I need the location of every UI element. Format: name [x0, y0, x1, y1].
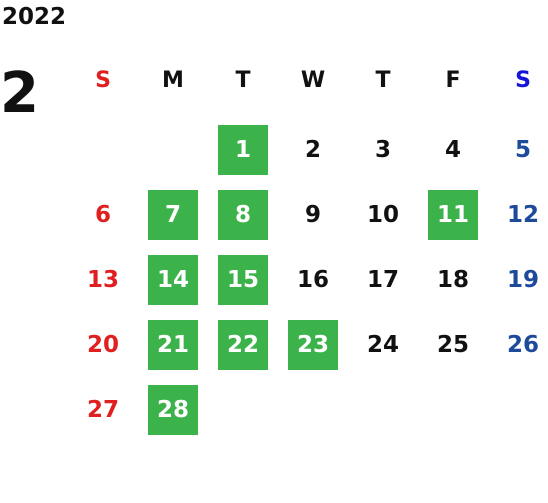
day-cell-highlighted: 14 — [148, 255, 198, 305]
day-cell-highlighted: 15 — [218, 255, 268, 305]
weekday-thursday: T — [375, 68, 391, 93]
day-cell-highlighted: 22 — [218, 320, 268, 370]
day-cell: 20 — [86, 332, 119, 358]
day-cell: 5 — [514, 137, 531, 163]
weekday-saturday: S — [515, 68, 531, 93]
day-cell-highlighted: 28 — [148, 385, 198, 435]
month-number: 2 — [0, 61, 39, 126]
weekday-wednesday: W — [300, 68, 326, 93]
day-cell-highlighted: 11 — [428, 190, 478, 240]
weekday-sunday: S — [95, 68, 111, 93]
day-cell: 19 — [506, 267, 539, 293]
day-cell: 12 — [506, 202, 539, 228]
day-cell-highlighted: 1 — [218, 125, 268, 175]
day-cell: 24 — [366, 332, 399, 358]
day-cell: 17 — [366, 267, 399, 293]
day-cell: 25 — [436, 332, 469, 358]
day-cell: 10 — [366, 202, 399, 228]
day-cell: 9 — [304, 202, 321, 228]
day-cell: 13 — [86, 267, 119, 293]
day-cell: 3 — [374, 137, 391, 163]
day-cell: 2 — [304, 137, 321, 163]
day-cell-highlighted: 21 — [148, 320, 198, 370]
day-cell-highlighted: 23 — [288, 320, 338, 370]
day-cell: 4 — [444, 137, 461, 163]
day-cell-highlighted: 8 — [218, 190, 268, 240]
day-cell: 6 — [94, 202, 111, 228]
day-cell: 27 — [86, 397, 119, 423]
weekday-monday: M — [162, 68, 184, 93]
day-cell: 16 — [296, 267, 329, 293]
weekday-friday: F — [445, 68, 461, 93]
day-cell-highlighted: 7 — [148, 190, 198, 240]
day-cell: 18 — [436, 267, 469, 293]
weekday-tuesday: T — [235, 68, 251, 93]
year-label: 2022 — [2, 4, 67, 30]
day-cell: 26 — [506, 332, 539, 358]
